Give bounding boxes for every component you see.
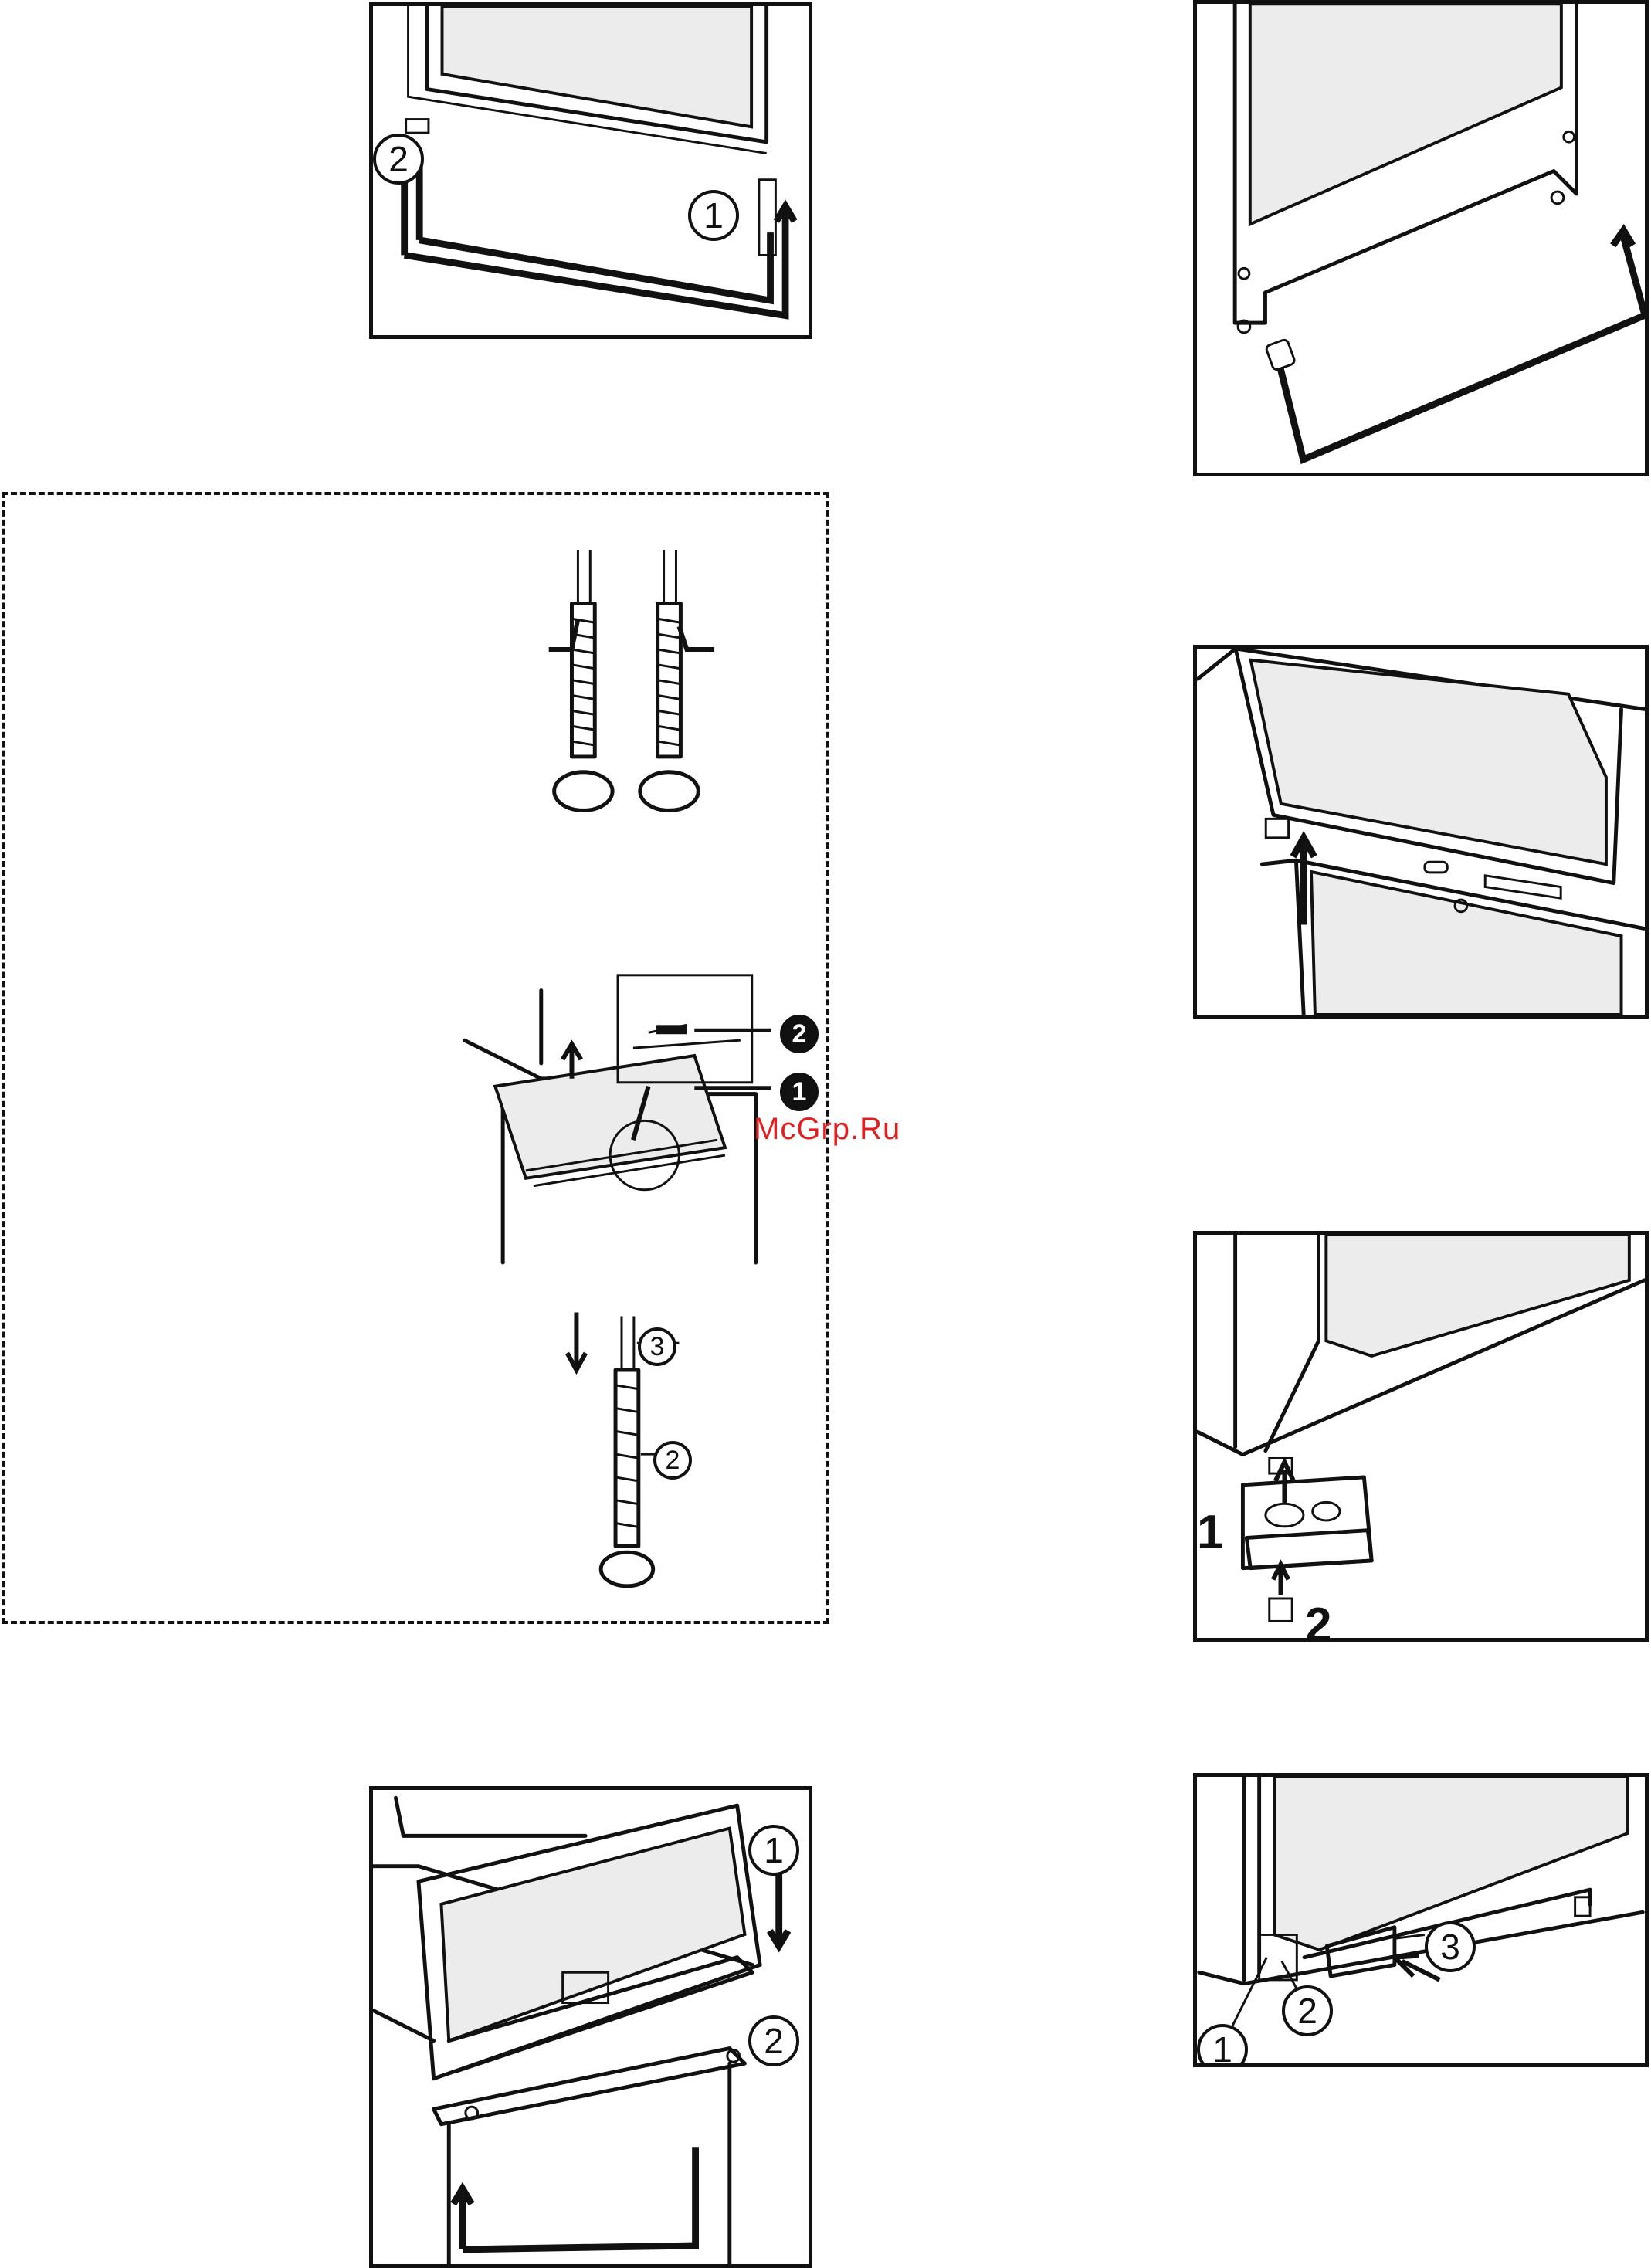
callout-2: 2 — [373, 134, 424, 185]
panel-door-transfer-top: 2 1 — [369, 2, 812, 339]
panel-cabinet-front — [1193, 0, 1649, 476]
callout-3: 3 — [638, 1327, 676, 1366]
door-guard-illustration — [1197, 1777, 1645, 2063]
callout-2-spring: 2 — [653, 1441, 692, 1480]
callout-1-filled: 1 — [780, 1073, 819, 1111]
dashed-hinge-instructions: 2 1 3 2 — [2, 492, 829, 1624]
panel-lamp-cover: 1 2 — [369, 1786, 812, 2268]
panel-door-top-hinge — [1193, 645, 1649, 1019]
spring-pair — [549, 550, 714, 810]
callout-1: 1 — [688, 190, 739, 241]
callout-2: 2 — [1282, 1985, 1333, 2036]
door-bottom-illustration — [373, 6, 809, 335]
step-label-2: 2 — [1305, 1602, 1331, 1642]
cabinet-illustration — [1197, 4, 1645, 473]
callout-1: 1 — [748, 1825, 799, 1876]
callout-2: 2 — [748, 2015, 799, 2066]
hinge-assembly — [465, 975, 771, 1263]
panel-door-guard: 3 2 1 — [1193, 1773, 1649, 2067]
panel-foot-adjust: 1 2 — [1193, 1231, 1649, 1642]
door-top-illustration — [1197, 649, 1645, 1015]
watermark-text: McGrp.Ru — [754, 1112, 900, 1147]
hinge-springs-illustration — [5, 495, 826, 1621]
lamp-cover-illustration — [373, 1790, 809, 2264]
foot-adjust-illustration — [1197, 1235, 1645, 1638]
callout-2-filled: 2 — [780, 1015, 819, 1053]
callout-3: 3 — [1425, 1921, 1476, 1972]
step-label-1: 1 — [1197, 1509, 1223, 1557]
